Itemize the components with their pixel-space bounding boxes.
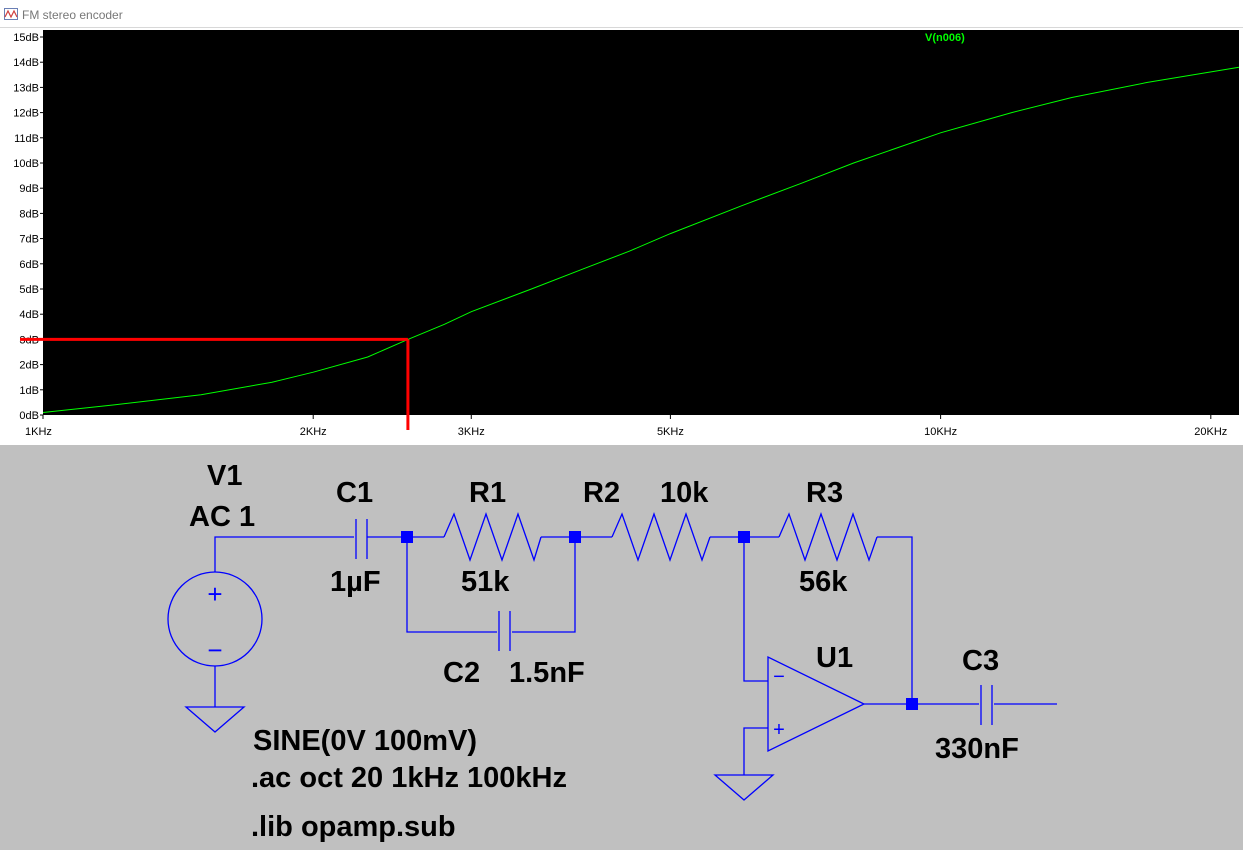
junction-node-1[interactable] — [401, 531, 413, 543]
waveform-plot[interactable]: 0dB1dB2dB3dB4dB5dB6dB7dB8dB9dB10dB11dB12… — [0, 28, 1243, 445]
schematic-pane[interactable]: + − − + — [0, 445, 1243, 845]
junction-node-2[interactable] — [569, 531, 581, 543]
y-tick-label-14: 14dB — [13, 57, 39, 69]
y-tick-label-0: 0dB — [19, 410, 39, 422]
x-tick-label-0: 1KHz — [25, 426, 52, 438]
wire-c2-right — [512, 537, 576, 633]
waveform-plot-pane[interactable]: 0dB1dB2dB3dB4dB5dB6dB7dB8dB9dB10dB11dB12… — [0, 28, 1243, 445]
label-v1-value[interactable]: AC 1 — [189, 501, 255, 533]
v1-minus-sign: − — [207, 635, 222, 665]
v1-source[interactable]: + − — [167, 571, 263, 667]
directive-library[interactable]: .lib opamp.sub — [251, 811, 456, 843]
wire-c2-left — [406, 537, 497, 633]
y-tick-label-6: 6dB — [19, 259, 39, 271]
y-tick-label-7: 7dB — [19, 234, 39, 246]
y-tick-label-10: 10dB — [13, 158, 39, 170]
wire-inverting-input — [743, 537, 768, 682]
ground-symbol-v1 — [184, 706, 246, 733]
trace-label[interactable]: V(n006) — [925, 32, 965, 44]
junction-node-3[interactable] — [738, 531, 750, 543]
label-r3-value[interactable]: 56k — [799, 566, 848, 598]
ground-symbol-u1 — [713, 774, 775, 801]
resistor-r1[interactable] — [443, 512, 542, 563]
x-tick-label-1: 2KHz — [300, 426, 327, 438]
label-c3-value[interactable]: 330nF — [935, 733, 1019, 765]
label-u1-name[interactable]: U1 — [816, 642, 853, 674]
plot-area[interactable] — [43, 30, 1239, 415]
capacitor-c2[interactable] — [498, 611, 511, 651]
junction-node-output[interactable] — [906, 698, 918, 710]
wire-noninverting-input — [743, 727, 768, 775]
waveform-app-icon — [4, 8, 18, 20]
label-c3-name[interactable]: C3 — [962, 645, 999, 677]
schematic-canvas[interactable]: + − − + — [0, 445, 1243, 845]
label-v1-name[interactable]: V1 — [207, 460, 242, 492]
trace-v-n006[interactable] — [42, 66, 1240, 413]
y-tick-label-2: 2dB — [19, 360, 39, 372]
directive-source[interactable]: SINE(0V 100mV) — [253, 725, 477, 757]
label-c2-value[interactable]: 1.5nF — [509, 657, 585, 689]
y-tick-label-1: 1dB — [19, 385, 39, 397]
x-tick-label-3: 5KHz — [657, 426, 684, 438]
capacitor-c1[interactable] — [355, 519, 368, 559]
label-c1-value[interactable]: 1µF — [330, 566, 381, 598]
label-r2-name[interactable]: R2 — [583, 477, 620, 509]
resistor-r3[interactable] — [778, 512, 878, 562]
label-c1-name[interactable]: C1 — [336, 477, 373, 509]
label-r1-name[interactable]: R1 — [469, 477, 506, 509]
y-tick-label-11: 11dB — [14, 133, 39, 145]
label-r2-value[interactable]: 10k — [660, 477, 709, 509]
x-tick-label-4: 10KHz — [924, 426, 957, 438]
y-tick-label-12: 12dB — [13, 108, 39, 120]
y-tick-label-8: 8dB — [19, 208, 39, 220]
x-tick-label-2: 3KHz — [458, 426, 485, 438]
resistor-r2[interactable] — [611, 512, 711, 562]
capacitor-c3[interactable] — [980, 685, 993, 725]
label-r1-value[interactable]: 51k — [461, 566, 510, 598]
y-axis: 0dB1dB2dB3dB4dB5dB6dB7dB8dB9dB10dB11dB12… — [13, 32, 43, 422]
opamp-u1[interactable] — [767, 655, 866, 753]
y-tick-label-5: 5dB — [19, 284, 39, 296]
y-tick-label-9: 9dB — [19, 183, 39, 195]
opamp-plus-input-sign: + — [773, 719, 785, 741]
y-tick-label-15: 15dB — [13, 32, 39, 44]
window-titlebar[interactable]: FM stereo encoder — [0, 0, 1243, 28]
y-tick-label-13: 13dB — [13, 82, 39, 94]
window-title: FM stereo encoder — [22, 8, 123, 22]
opamp-minus-input-sign: − — [773, 666, 785, 688]
x-axis: 1KHz 2KHz 3KHz 5KHz 10KHz 20KHz — [25, 415, 1227, 438]
x-tick-label-5: 20KHz — [1194, 426, 1227, 438]
label-r3-name[interactable]: R3 — [806, 477, 843, 509]
y-tick-label-4: 4dB — [19, 309, 39, 321]
label-c2-name[interactable]: C2 — [443, 657, 480, 689]
v1-plus-sign: + — [207, 579, 222, 609]
wire-r3-output — [877, 536, 913, 704]
directive-analysis[interactable]: .ac oct 20 1kHz 100kHz — [251, 762, 567, 794]
wire-v1-top — [214, 536, 354, 572]
